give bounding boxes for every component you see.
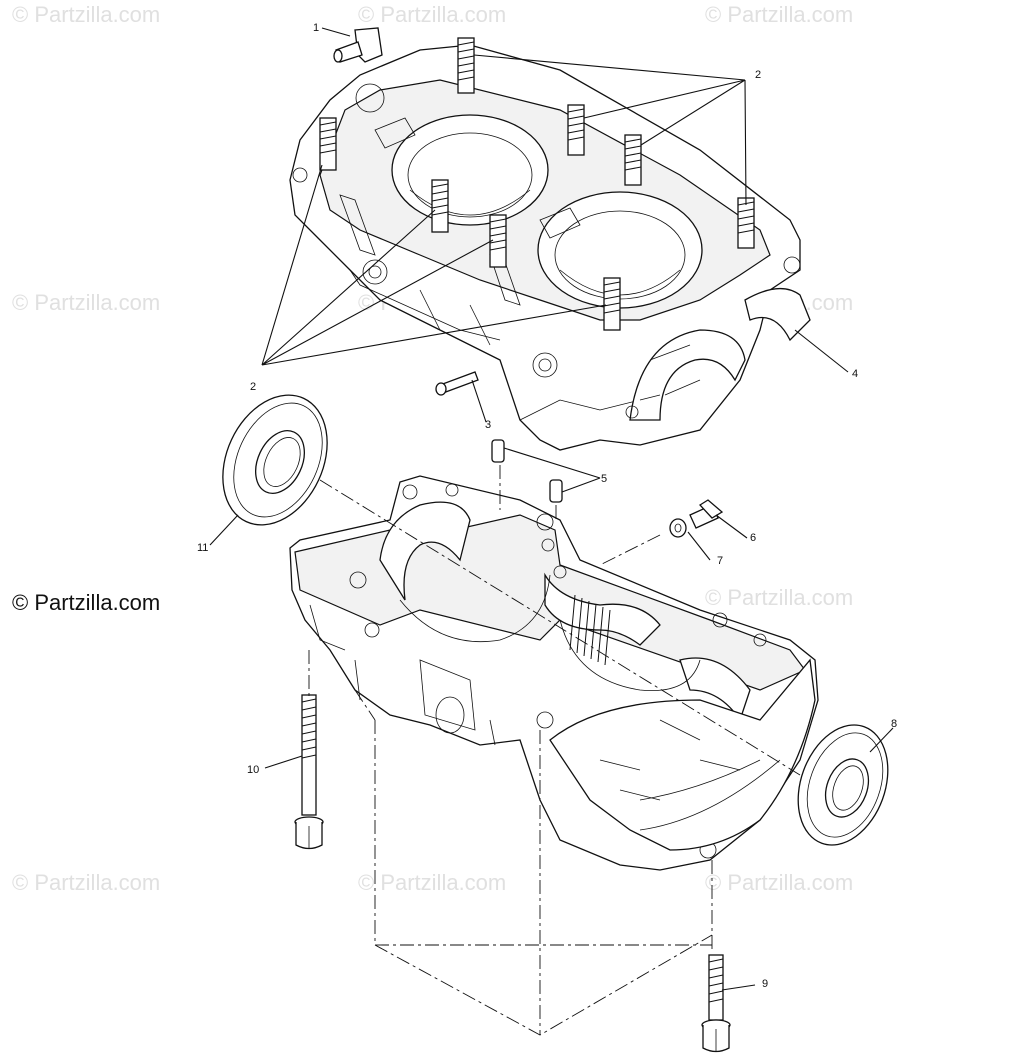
callout-11: 11 (197, 542, 208, 554)
small-bolt (689, 499, 724, 529)
callout-9: 9 (762, 978, 768, 990)
callout-2-left: 2 (250, 381, 256, 393)
callout-1: 1 (313, 22, 319, 34)
watermark: © Partzilla.com (358, 2, 507, 27)
stud (319, 117, 337, 171)
elbow-fitting (333, 27, 383, 63)
stud (489, 214, 507, 268)
oil-seal-right (797, 724, 889, 846)
callout-2-top: 2 (755, 69, 761, 81)
stud (624, 134, 642, 186)
watermark: © Partzilla.com (12, 870, 161, 895)
callout-4: 4 (852, 368, 858, 380)
callout-3: 3 (485, 419, 491, 431)
bolt-left (294, 694, 324, 850)
oil-seal-left (222, 394, 328, 526)
watermark: © Partzilla.com (12, 290, 161, 315)
watermark-main: © Partzilla.com (12, 590, 161, 615)
washer (669, 518, 687, 538)
bolt-bottom (701, 954, 731, 1053)
watermark: © Partzilla.com (705, 870, 854, 895)
stud (431, 179, 449, 233)
watermark: © Partzilla.com (12, 2, 161, 27)
cylinder-studs (319, 37, 755, 331)
watermark: © Partzilla.com (705, 585, 854, 610)
stud (567, 104, 585, 156)
callout-6: 6 (750, 532, 756, 544)
watermark: © Partzilla.com (705, 2, 854, 27)
callout-8: 8 (891, 718, 897, 730)
leader-lines (209, 27, 894, 991)
assembly-lines (308, 465, 801, 1036)
callout-7: 7 (717, 555, 723, 567)
callout-5: 5 (601, 473, 607, 485)
upper-crankcase (289, 44, 811, 451)
stud (603, 277, 621, 331)
stud (737, 197, 755, 249)
lower-crankcase (289, 475, 819, 871)
watermark: © Partzilla.com (358, 870, 507, 895)
callout-labels: 1 2 2 3 4 5 6 7 8 9 10 11 (197, 22, 897, 990)
callout-10: 10 (247, 764, 259, 776)
dowel-pin (435, 371, 479, 396)
dowel-pins (491, 439, 563, 503)
stud (457, 37, 475, 94)
